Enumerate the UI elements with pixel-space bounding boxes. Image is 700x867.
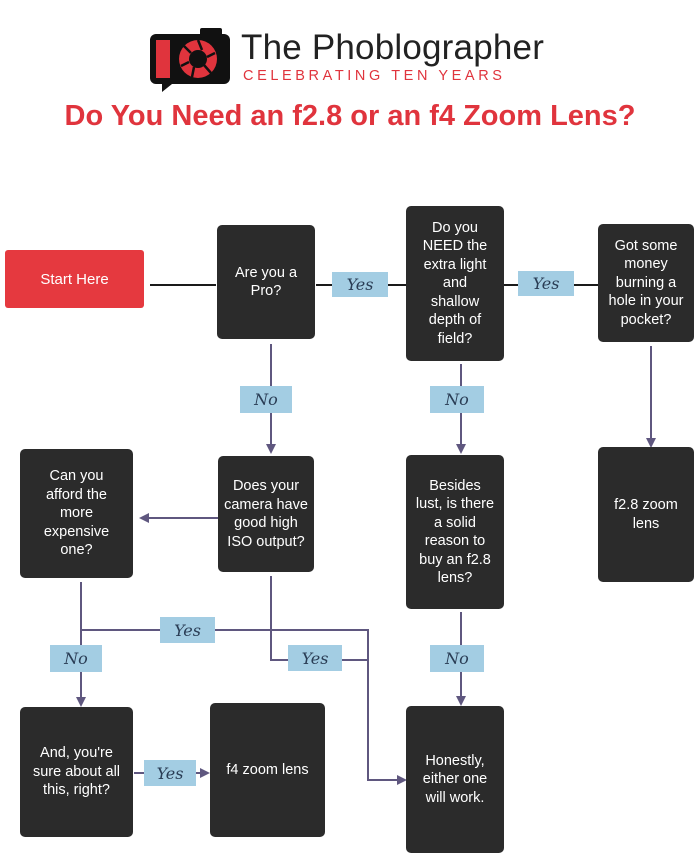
arrow-afford-yes-either	[81, 629, 407, 785]
start-node: Start Here	[5, 250, 144, 308]
label-pro-yes: Yes	[332, 272, 388, 297]
label-afford-yes: Yes	[160, 617, 215, 643]
page-title: Do You Need an f2.8 or an f4 Zoom Lens?	[64, 100, 636, 132]
node-either-one-works: Honestly, either one will work.	[406, 706, 504, 853]
node-f28-zoom-lens: f2.8 zoom lens	[598, 447, 694, 582]
node-besides-lust: Besides lust, is there a solid reason to…	[406, 455, 504, 609]
label-afford-no: No	[50, 645, 102, 672]
label-lust-no: No	[430, 645, 484, 672]
label-pro-no: No	[240, 386, 292, 413]
label-need-no: No	[430, 386, 484, 413]
node-money-burning: Got some money burning a hole in your po…	[598, 224, 694, 342]
label-sure-yes: Yes	[144, 760, 196, 786]
node-high-iso: Does your camera have good high ISO outp…	[218, 456, 314, 572]
brand-name: The Phoblographer	[241, 28, 545, 67]
logo-camera-icon	[148, 26, 232, 92]
node-need-extra-light: Do you NEED the extra light and shallow …	[406, 206, 504, 361]
node-afford-expensive: Can you afford the more expensive one?	[20, 449, 133, 578]
brand-tagline: CELEBRATING TEN YEARS	[243, 68, 506, 84]
label-iso-yes: Yes	[288, 645, 342, 671]
node-f4-zoom-lens: f4 zoom lens	[210, 703, 325, 837]
node-are-you-a-pro: Are you a Pro?	[217, 225, 315, 339]
node-sure-about-this: And, you're sure about all this, right?	[20, 707, 133, 837]
label-need-yes: Yes	[518, 271, 574, 296]
